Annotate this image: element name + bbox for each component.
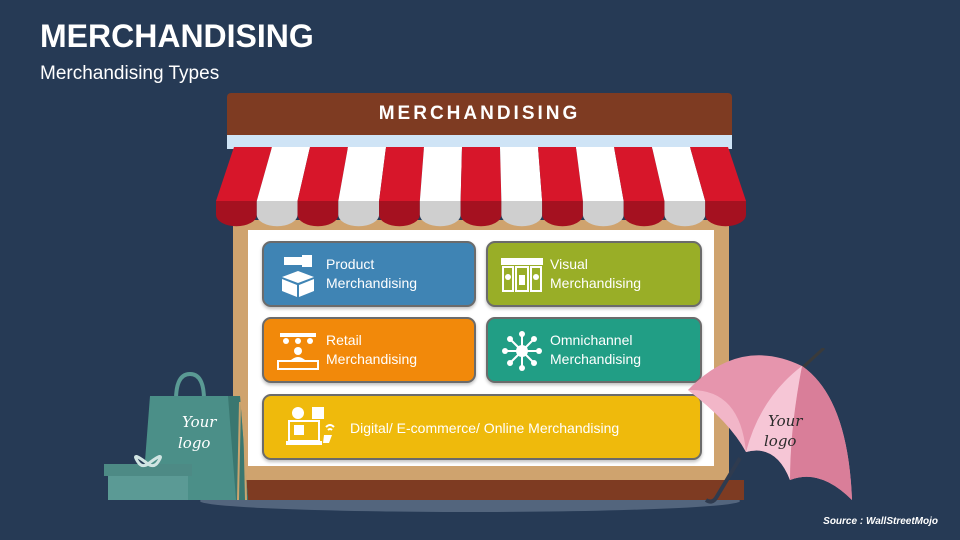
awning-scallop	[623, 201, 665, 227]
omnichannel-merchandising-card[interactable]: Omnichannel Merchandising	[486, 317, 702, 383]
digital-label: Digital/ E-commerce/ Online Merchandisin…	[350, 420, 620, 436]
awning-scallop	[460, 201, 502, 227]
awning-scallop	[297, 201, 339, 227]
awning-scallop	[582, 201, 624, 227]
awning-scallop	[419, 201, 461, 227]
awning-stripe	[576, 147, 624, 201]
awning-scallop	[705, 201, 746, 227]
awning-stripe	[500, 147, 543, 201]
visual-label-line2: Merchandising	[550, 275, 642, 291]
awning-scallop	[501, 201, 543, 227]
awning-stripe	[379, 147, 424, 201]
digital-merchandising-card[interactable]: Digital/ E-commerce/ Online Merchandisin…	[262, 394, 702, 460]
bag-logo-line1: Your	[182, 413, 217, 431]
umbrella-logo-line1: Your	[768, 412, 803, 430]
awning-scallop	[338, 201, 380, 227]
visual-merchandising-card[interactable]: Visual Merchandising	[486, 241, 702, 307]
product-merchandising-card[interactable]: Product Merchandising	[262, 241, 476, 307]
striped-awning	[216, 147, 746, 227]
store-base	[216, 480, 744, 500]
awning-stripe	[538, 147, 583, 201]
store-sign-text: MERCHANDISING	[378, 103, 581, 124]
page-title: MERCHANDISING	[40, 18, 314, 54]
awning-stripe	[256, 147, 310, 201]
awning-scallop	[256, 201, 298, 227]
omni-label-line1: Omnichannel	[550, 332, 633, 348]
product-label-line1: Product	[326, 256, 375, 272]
network-hub-icon	[502, 331, 542, 371]
omni-label-line2: Merchandising	[550, 351, 642, 367]
retail-label-line2: Merchandising	[326, 351, 418, 367]
retail-label-line1: Retail	[326, 332, 362, 348]
awning-stripe	[690, 147, 746, 201]
awning-stripe	[419, 147, 462, 201]
awning-stripe	[614, 147, 665, 201]
visual-label-line1: Visual	[550, 256, 588, 272]
umbrella-icon: Your logo	[688, 348, 852, 504]
bag-logo-line2: logo	[178, 434, 210, 452]
awning-stripe	[297, 147, 348, 201]
awning-scallop	[664, 201, 706, 227]
product-label-line2: Merchandising	[326, 275, 418, 291]
storefront-icon	[501, 258, 543, 292]
store-trim	[227, 135, 732, 149]
awning-scallop	[216, 201, 257, 227]
retail-counter-icon	[277, 333, 319, 370]
awning-scallop	[542, 201, 583, 227]
awning-stripe	[338, 147, 386, 201]
source-credit: Source : WallStreetMojo	[823, 516, 938, 527]
store-sign: MERCHANDISING	[227, 93, 732, 135]
online-shop-icon	[286, 407, 335, 445]
box-icon	[282, 255, 314, 297]
awning-scallop	[379, 201, 420, 227]
umbrella-logo-line2: logo	[764, 432, 796, 450]
page-subtitle: Merchandising Types	[40, 63, 220, 84]
awning-stripe	[652, 147, 706, 201]
retail-merchandising-card[interactable]: Retail Merchandising	[262, 317, 476, 383]
awning-stripe	[216, 147, 272, 201]
shopping-bag-icon: Your logo	[104, 372, 248, 501]
awning-stripe	[460, 147, 502, 201]
